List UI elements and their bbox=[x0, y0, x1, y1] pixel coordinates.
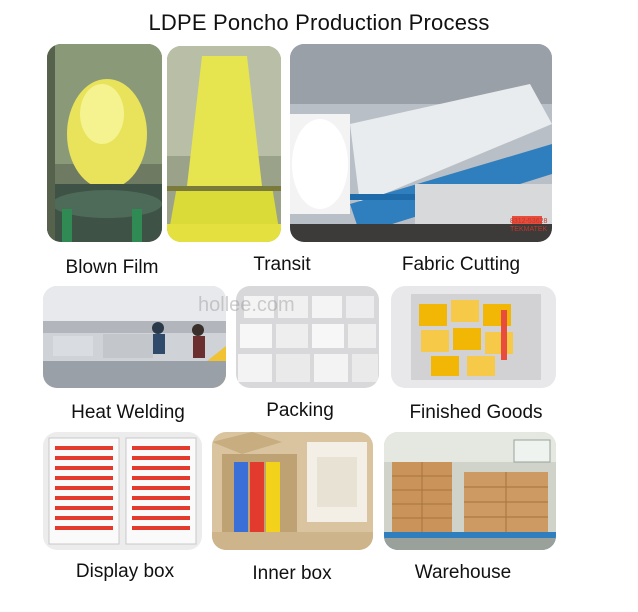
watermark-text: hollee.com bbox=[198, 294, 295, 316]
caption-inner-box: Inner box bbox=[252, 563, 332, 584]
display-box-photo bbox=[43, 432, 202, 550]
heat-welding-photo bbox=[43, 286, 226, 388]
caption-heat-welding: Heat Welding bbox=[71, 402, 185, 423]
packing-photo bbox=[236, 286, 379, 388]
machine-label: 8312-53628 TEKMATEK bbox=[510, 218, 548, 233]
caption-fabric-cutting: Fabric Cutting bbox=[401, 254, 521, 275]
finished-goods-photo bbox=[391, 286, 556, 388]
inner-box-photo bbox=[212, 432, 373, 550]
transit-photo bbox=[167, 46, 281, 242]
caption-packing: Packing bbox=[266, 400, 334, 421]
caption-transit: Transit bbox=[253, 254, 311, 275]
blown-film-photo bbox=[47, 44, 162, 242]
fabric-cutting-photo: 8312-53628 TEKMATEK bbox=[290, 44, 552, 242]
warehouse-photo bbox=[384, 432, 556, 550]
caption-display-box: Display box bbox=[75, 561, 175, 582]
caption-blown-film: Blown Film bbox=[65, 257, 159, 278]
caption-warehouse: Warehouse bbox=[414, 562, 512, 583]
caption-finished-goods: Finished Goods bbox=[409, 402, 543, 423]
page-title: LDPE Poncho Production Process bbox=[148, 10, 490, 35]
